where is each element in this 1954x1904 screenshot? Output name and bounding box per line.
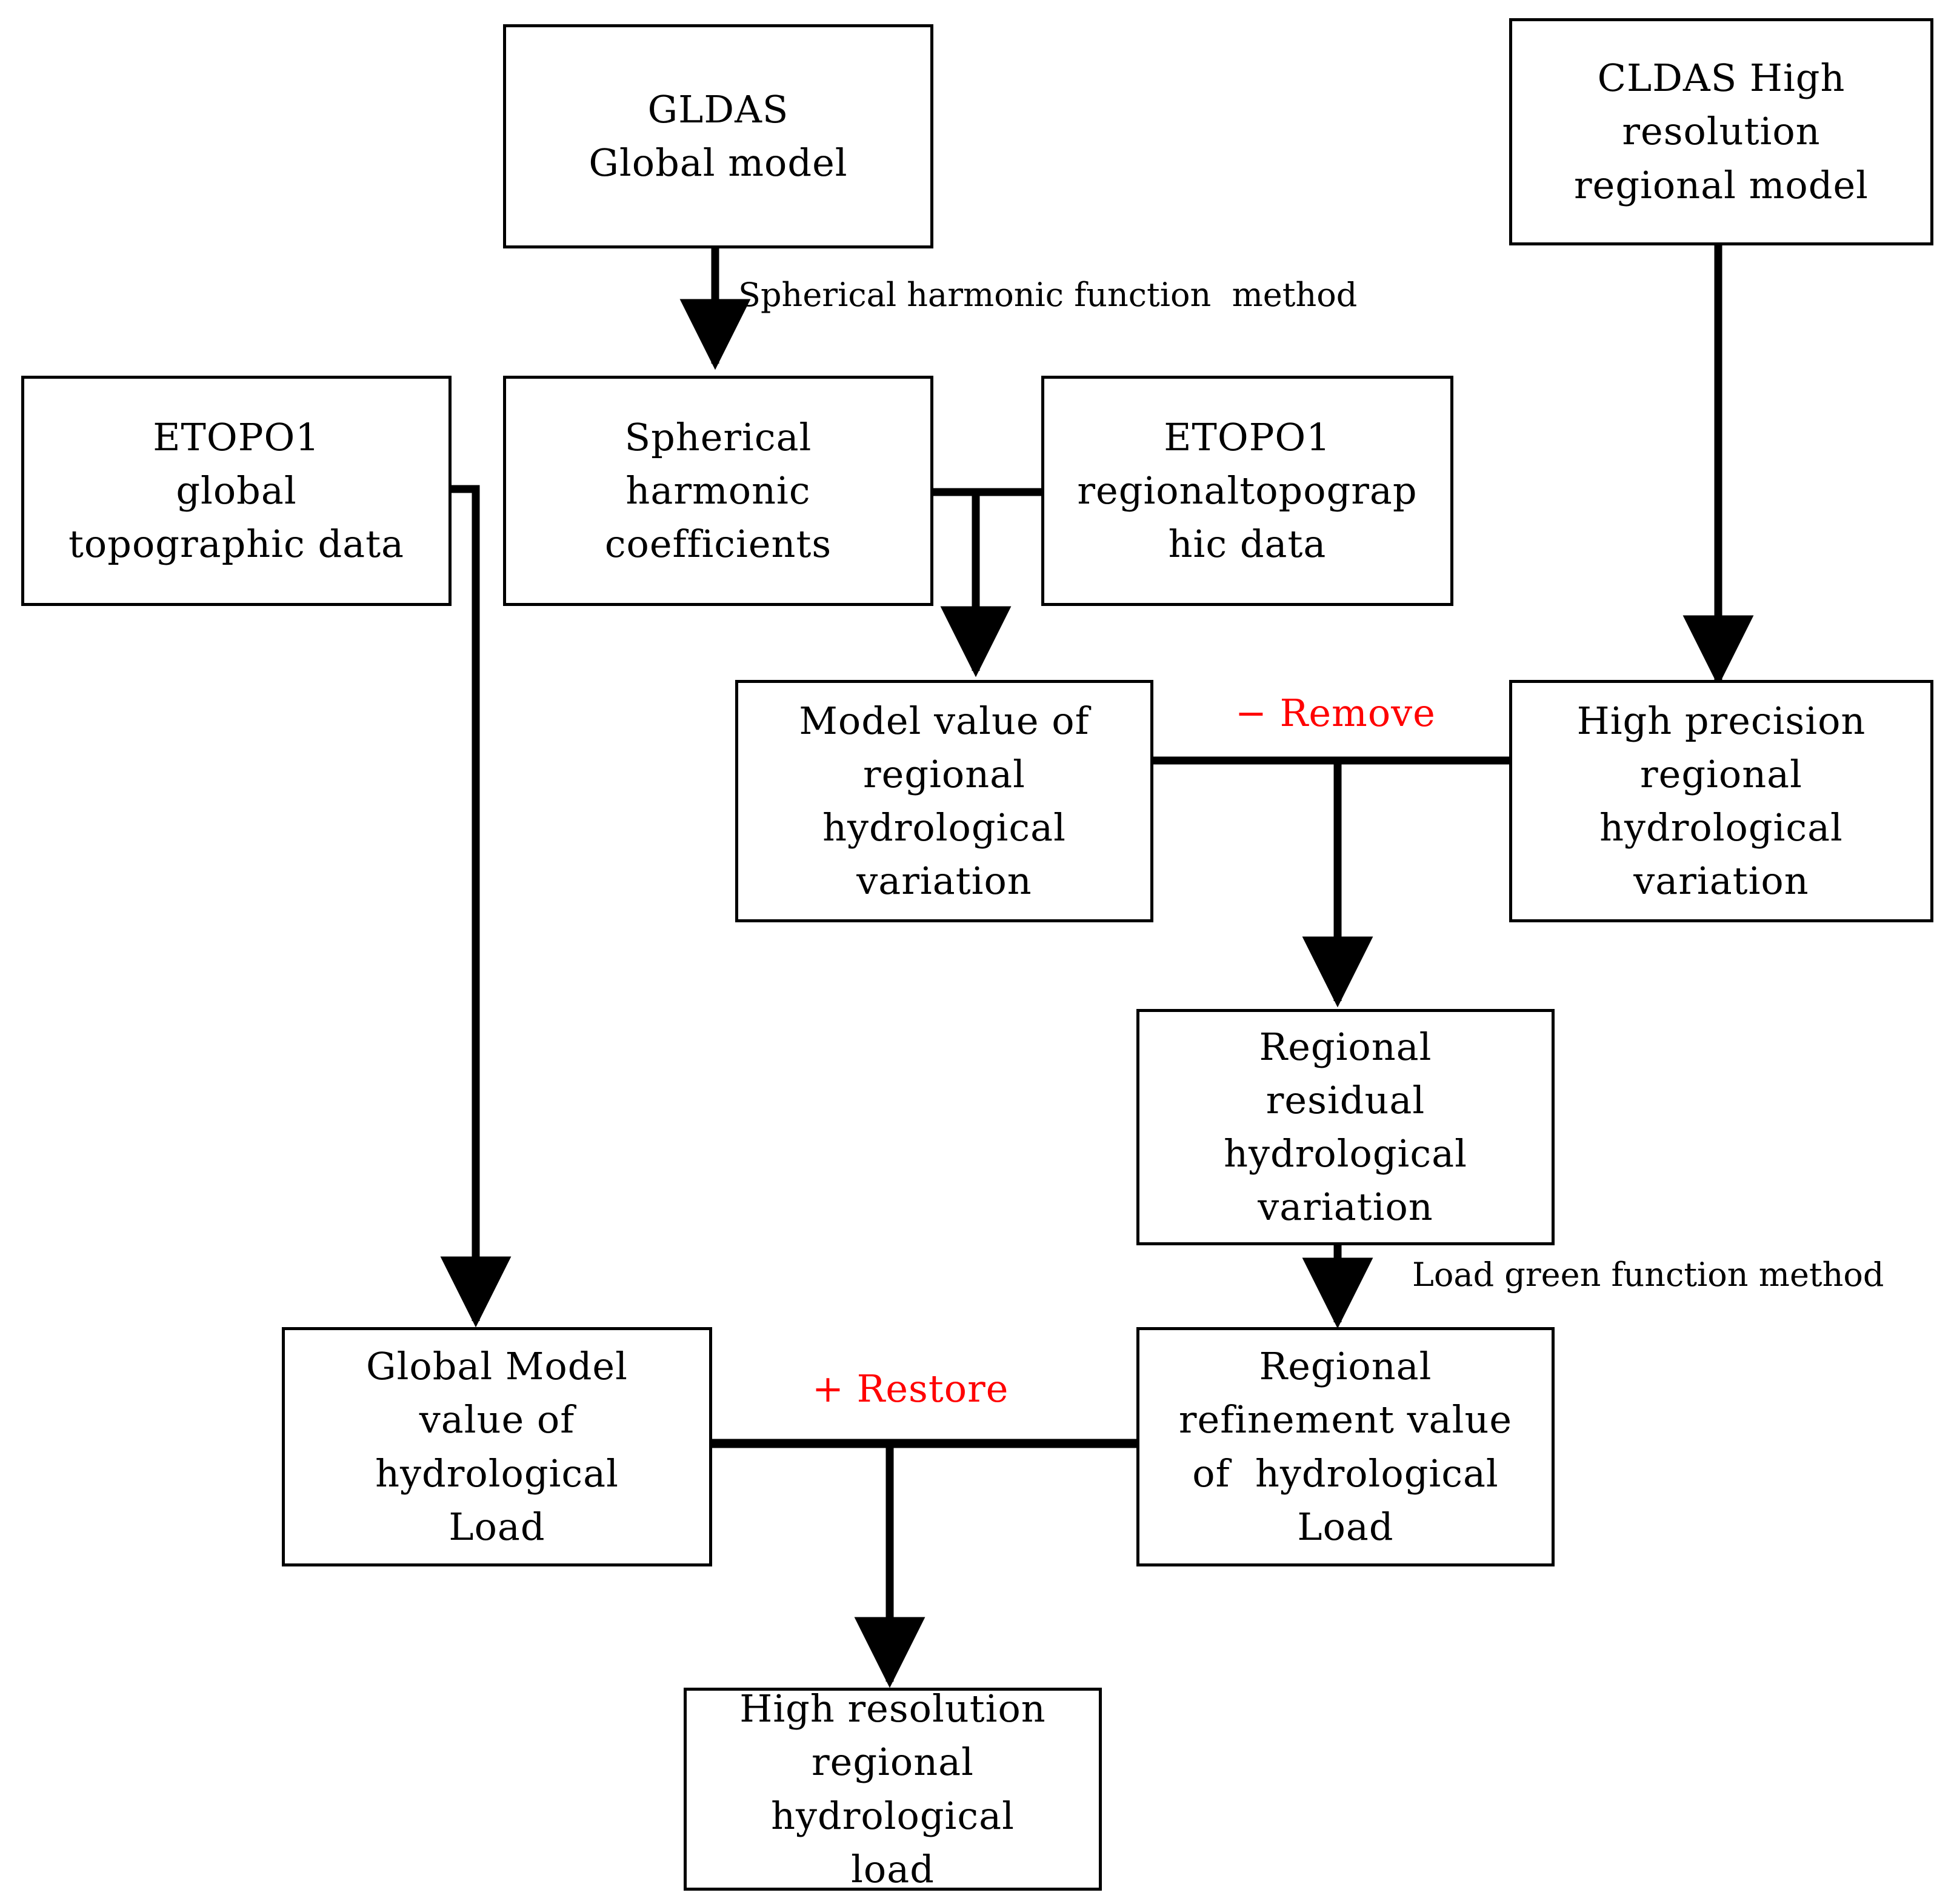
node-global-model-load[interactable]: Global Model value of hydrological Load xyxy=(282,1327,712,1566)
node-spherical-harmonic-coefficients[interactable]: Spherical harmonic coefficients xyxy=(503,376,933,606)
node-model-value[interactable]: Model value of regional hydrological var… xyxy=(735,680,1153,922)
node-regional-refinement[interactable]: Regional refinement value of hydrologica… xyxy=(1136,1327,1555,1566)
edge-label-load-green-method: Load green function method xyxy=(1412,1256,1884,1294)
node-regional-residual[interactable]: Regional residual hydrological variation xyxy=(1136,1009,1555,1245)
node-high-precision[interactable]: High precision regional hydrological var… xyxy=(1509,680,1933,922)
node-etopo-global[interactable]: ETOPO1 global topographic data xyxy=(21,376,452,606)
edge-label-remove: − Remove xyxy=(1235,691,1436,735)
edge-label-spherical-harmonic-method: Spherical harmonic function method xyxy=(738,276,1358,314)
node-final-output[interactable]: High resolution regional hydrological lo… xyxy=(684,1686,1102,1891)
edge-label-restore: + Restore xyxy=(812,1366,1009,1411)
node-gldas[interactable]: GLDAS Global model xyxy=(503,24,933,248)
node-etopo-regional[interactable]: ETOPO1 regionaltopograp hic data xyxy=(1041,376,1453,606)
edge-etopoglobal-to-globalload xyxy=(440,485,512,1328)
node-cldas[interactable]: CLDAS High resolution regional model xyxy=(1509,18,1933,245)
